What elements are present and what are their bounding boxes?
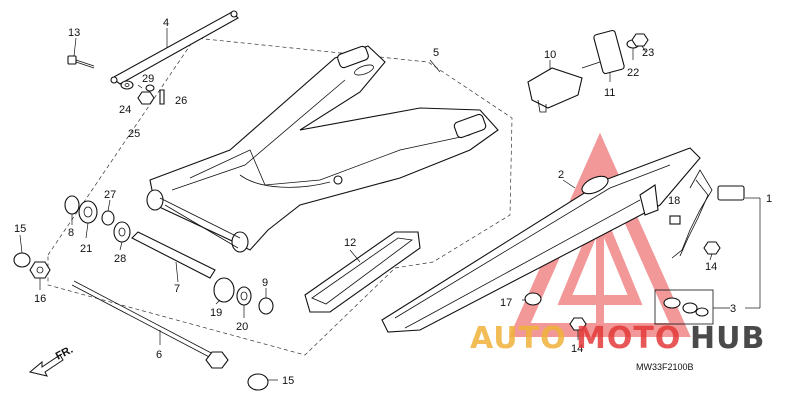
part-10-chain-guide[interactable]	[527, 67, 583, 113]
part-13-bolt[interactable]	[67, 55, 95, 69]
callout-22[interactable]: 22	[627, 67, 639, 79]
callout-17[interactable]: 17	[500, 297, 512, 309]
callout-24[interactable]: 24	[119, 104, 131, 116]
part-25-nut[interactable]	[137, 91, 155, 105]
part-12-chain-slider[interactable]	[304, 231, 421, 313]
callout-20[interactable]: 20	[236, 321, 248, 333]
part-19-bearing[interactable]	[213, 277, 235, 303]
callout-19[interactable]: 19	[210, 307, 222, 319]
callout-21[interactable]: 21	[80, 243, 92, 255]
callout-8[interactable]: 8	[68, 227, 74, 239]
part-18-link[interactable]	[669, 215, 681, 225]
callout-7[interactable]: 7	[174, 283, 180, 295]
callout-29[interactable]: 29	[142, 73, 154, 85]
callout-1[interactable]: 1	[766, 193, 772, 205]
callout-3[interactable]: 3	[730, 303, 736, 315]
part-4-bracket[interactable]	[110, 10, 239, 85]
watermark-hub: HUB	[690, 321, 765, 356]
part-21-bearing[interactable]	[78, 200, 98, 224]
exploded-view-frame	[47, 37, 513, 356]
callout-18[interactable]: 18	[668, 195, 680, 207]
part-8-collar[interactable]	[64, 195, 80, 215]
diagram-code: MW33F2100B	[636, 362, 694, 372]
part-29-washer[interactable]	[145, 84, 155, 92]
part-16-nut[interactable]	[29, 261, 51, 279]
callout-16[interactable]: 16	[34, 293, 46, 305]
callout-2[interactable]: 2	[558, 169, 564, 181]
callout-23[interactable]: 23	[642, 47, 654, 59]
part-5-swingarm[interactable]	[146, 45, 499, 253]
part-1-drive-chain[interactable]	[671, 169, 745, 259]
part-3-joint-kit[interactable]	[654, 289, 714, 325]
callout-10[interactable]: 10	[544, 49, 556, 61]
front-arrow-icon	[28, 354, 64, 377]
leader-lines	[19, 28, 761, 381]
callout-labels: 4 13 29 24 26 25 5 10 11 22 23 2 1 18 14…	[14, 17, 772, 387]
callout-26[interactable]: 26	[175, 95, 187, 107]
watermark-wordmark: AUTO MOTO HUB	[470, 321, 765, 356]
part-14-nut-right[interactable]	[703, 241, 721, 255]
callout-27[interactable]: 27	[104, 189, 116, 201]
part-9-collar[interactable]	[258, 297, 274, 315]
part-23-nut[interactable]	[631, 33, 649, 47]
part-28-bearing[interactable]	[113, 221, 131, 243]
part-24-washer[interactable]	[120, 80, 134, 90]
part-20-seal[interactable]	[236, 286, 252, 306]
callout-4[interactable]: 4	[163, 17, 169, 29]
watermark-moto: MOTO	[576, 321, 681, 356]
callout-15-bottom[interactable]: 15	[282, 375, 294, 387]
callout-15-left[interactable]: 15	[14, 223, 26, 235]
callout-25[interactable]: 25	[128, 128, 140, 140]
part-15-cap-bottom[interactable]	[247, 373, 269, 391]
callout-12[interactable]: 12	[344, 237, 356, 249]
part-11-bolt[interactable]	[581, 29, 625, 75]
callout-5[interactable]: 5	[433, 47, 439, 59]
part-26-pin[interactable]	[159, 89, 165, 105]
callout-28[interactable]: 28	[114, 253, 126, 265]
part-27-seal[interactable]	[101, 210, 115, 226]
callout-14-bottom[interactable]: 14	[571, 343, 583, 355]
callout-14-right[interactable]: 14	[705, 261, 717, 273]
callout-9[interactable]: 9	[262, 277, 268, 289]
watermark-auto: AUTO	[470, 321, 567, 356]
callout-11[interactable]: 11	[604, 87, 615, 99]
part-6-pivot-bolt[interactable]	[71, 280, 229, 369]
callout-6[interactable]: 6	[156, 349, 162, 361]
direction-label: FR.	[54, 344, 75, 363]
part-14-nut-bottom[interactable]	[569, 317, 587, 331]
callout-13[interactable]: 13	[68, 27, 80, 39]
front-direction-indicator: FR.	[28, 344, 75, 377]
part-15-cap-left[interactable]	[13, 252, 31, 268]
part-2-chain-case[interactable]	[381, 147, 701, 333]
part-17-grommet[interactable]	[524, 292, 542, 306]
part-7-collar-tube[interactable]	[131, 231, 216, 279]
